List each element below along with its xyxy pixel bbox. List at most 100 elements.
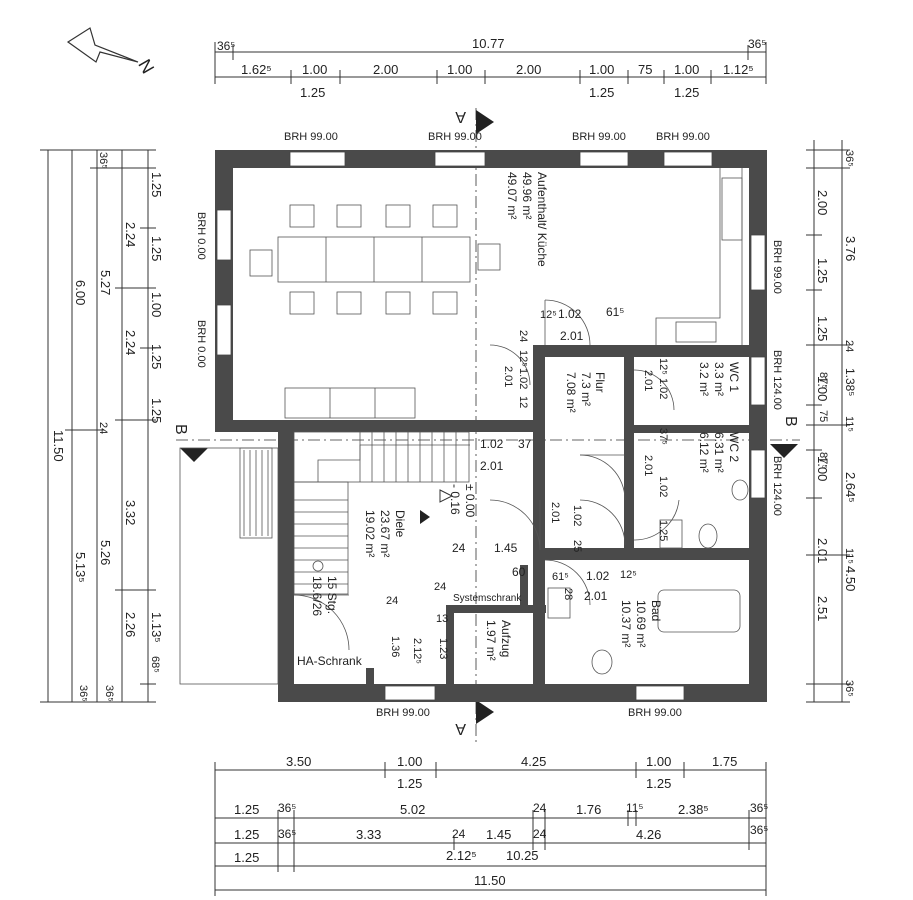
dim-right-small: 36⁵	[843, 150, 855, 167]
stairs-label: 18.6/26	[310, 576, 324, 616]
room-wc2: WC 2 6.31 m² 6.12 m²	[697, 432, 741, 473]
dim-right: 2.51	[815, 596, 830, 621]
dim-right: 1.00	[815, 376, 830, 401]
brh-label: BRH 0.00	[195, 212, 207, 260]
door-dim: 12⁵	[657, 358, 669, 375]
door-dim: 12⁵	[540, 309, 557, 321]
door-dim: 2.01	[642, 455, 654, 476]
door-dim: 24	[434, 581, 446, 593]
door-dim: 2.01	[502, 366, 514, 387]
stairs-label: 15 Stg.	[325, 576, 339, 614]
dim-bottom: 11⁵	[626, 801, 643, 815]
door-dim: 2.12⁵	[411, 638, 423, 664]
door-dim: 1.23	[437, 638, 449, 659]
door-dim: 1.02	[480, 437, 504, 451]
dim-top-total: 10.77	[472, 36, 505, 51]
room-name: Aufzug	[499, 620, 513, 657]
dim-bottom: 1.25	[234, 850, 259, 865]
door-dim: 1.02	[571, 505, 583, 526]
dim-right: 2.01	[815, 538, 830, 563]
door-dim: 2.01	[642, 370, 654, 391]
section-label-a-bottom: A	[455, 720, 466, 737]
dim-right: 1.00	[815, 456, 830, 481]
room-area: 7.3 m²	[579, 372, 593, 406]
door-dim: 24	[517, 330, 529, 342]
terrace	[179, 447, 279, 685]
brh-label: BRH 99.00	[628, 707, 682, 719]
room-bad: Bad 10.69 m² 10.37 m²	[619, 600, 663, 647]
dim-left: 5.27	[98, 270, 113, 295]
dim-right: 1.25	[815, 258, 830, 283]
dim-left: 1.25	[149, 344, 164, 369]
level-marker-icon	[420, 510, 430, 524]
dim-right: 2.00	[815, 190, 830, 215]
dim-top-height: 1.25	[589, 85, 614, 100]
dim-bottom: 1.25	[234, 827, 259, 842]
dim-left: 1.25	[149, 172, 164, 197]
dim-bottom: 36⁵	[750, 801, 768, 815]
level-label: ± 0.00	[463, 484, 477, 518]
door-dim: 2.01	[480, 459, 504, 473]
dim-right: 2.64⁵	[843, 472, 858, 503]
door-dim: 12⁵	[517, 350, 529, 367]
dim-right: 3.76	[843, 236, 858, 261]
room-name: Bad	[649, 600, 663, 621]
dim-left: 5.26	[98, 540, 113, 565]
dim-left-small: 24	[97, 422, 109, 434]
dim-left: 2.24	[123, 330, 138, 355]
room-hall: Diele 23.67 m² 19.02 m²	[363, 510, 407, 557]
door-dim: 61⁵	[606, 305, 624, 319]
door-dimensions: 12⁵ 1.02 61⁵ 2.01 24 12⁵ 1.02 12 2.01 1.…	[386, 305, 669, 664]
door-dim: 24	[386, 595, 398, 607]
dim-top-seg: 75	[638, 62, 652, 77]
door-dim: 28	[562, 588, 574, 600]
door-dim: 37⁵	[657, 428, 669, 445]
room-name: Aufenthalt/ Küche	[535, 172, 549, 267]
brh-label: BRH 124.00	[771, 456, 783, 516]
dim-bottom: 3.50	[286, 754, 311, 769]
dim-bottom: 1.00	[397, 754, 422, 769]
brh-label: BRH 99.00	[656, 131, 710, 143]
dim-left: 1.00	[149, 292, 164, 317]
dim-left-small: 36⁵	[77, 685, 89, 702]
room-area: 49.07 m²	[505, 172, 519, 219]
dim-top-seg: 2.00	[373, 62, 398, 77]
dim-left-small: 36⁵	[97, 152, 109, 169]
dim-bottom: 1.25	[646, 776, 671, 791]
dim-top-seg: 1.00	[589, 62, 614, 77]
dim-left: 1.25	[149, 398, 164, 423]
bottom-dimensions	[214, 762, 767, 896]
room-area: 10.37 m²	[619, 600, 633, 647]
room-area: 3.2 m²	[697, 362, 711, 396]
dim-top-seg: 1.00	[302, 62, 327, 77]
room-area: 23.67 m²	[378, 510, 392, 557]
staircase	[293, 431, 470, 595]
bathroom-fixtures	[547, 479, 749, 675]
dim-right: 11⁵	[843, 548, 855, 564]
dim-bottom: 24	[452, 827, 466, 841]
room-name: Diele	[393, 510, 407, 538]
room-area: 3.3 m²	[712, 362, 726, 396]
dim-bottom: 2.38⁵	[678, 802, 709, 817]
doors	[293, 299, 680, 651]
level-label: - 0.16	[448, 484, 462, 515]
dim-top-rightwall: 36⁵	[748, 37, 766, 51]
dim-right: 4.50	[843, 566, 858, 591]
dim-bottom: 1.45	[486, 827, 511, 842]
left-dimensions	[40, 149, 156, 703]
dim-right: 75	[817, 410, 829, 422]
brh-label: BRH 0.00	[195, 320, 207, 368]
brh-label: BRH 124.00	[771, 350, 783, 410]
north-label: N	[134, 56, 158, 77]
room-living: Aufenthalt/ Küche 49.96 m² 49.07 m²	[505, 172, 549, 267]
door-dim: 1.25	[657, 520, 669, 541]
brh-label: BRH 99.00	[771, 240, 783, 294]
dim-right: 87⁵	[817, 452, 829, 469]
dim-bottom: 10.25	[506, 848, 539, 863]
dim-top-seg: 1.12⁵	[723, 62, 754, 77]
dim-left-small: 36⁵	[103, 685, 115, 702]
room-area: 7.08 m²	[564, 372, 578, 413]
dim-top-height: 1.25	[674, 85, 699, 100]
level-marker-icon	[439, 489, 454, 503]
dim-bottom: 1.75	[712, 754, 737, 769]
